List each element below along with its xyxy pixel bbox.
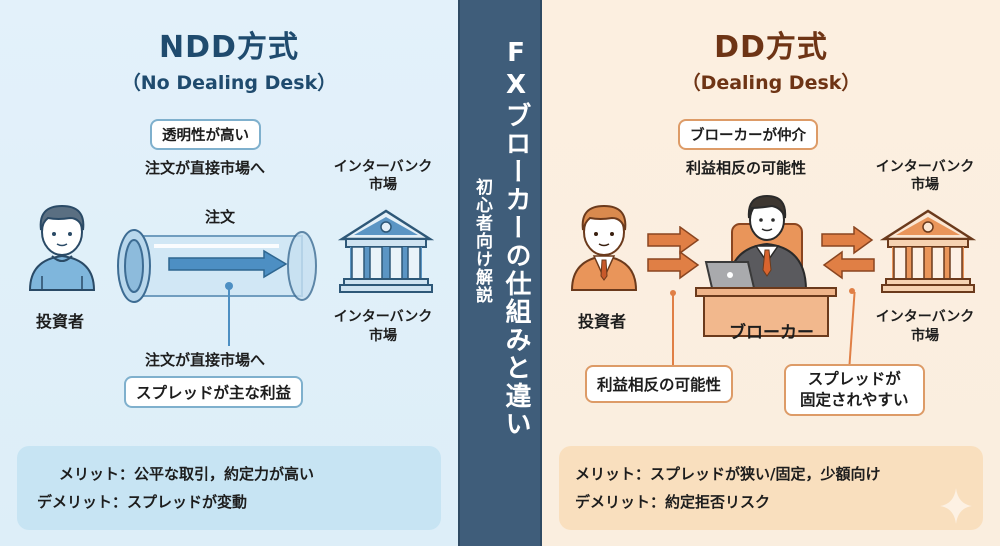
arrow-icon [647,226,700,280]
dd-callout-line-right [848,292,856,366]
dd-badge-broker-mediates: ブローカーが仲介 [678,119,818,150]
person-icon [28,204,96,291]
broker-at-desk-icon [695,194,837,337]
dd-callout-dot-right [849,288,855,294]
dd-broker-desk-label: ブローカー [729,323,814,343]
dd-callout-conflict: 利益相反の可能性 [585,365,734,403]
dd-subtitle: （Dealing Desk） [681,72,861,94]
ndd-callout-line [228,286,230,346]
bank-building-icon [880,209,976,293]
ndd-market-label-bottom: インターバンク 市場 [333,309,433,344]
dd-callout-line-left [672,294,674,366]
dd-market-label-top: インターバンク 市場 [875,159,975,193]
ndd-demerit: デメリット：スプレッドが変動 [37,493,248,511]
ndd-title: NDD方式 [159,30,299,65]
sparkle-icon [940,488,972,524]
dd-panel: DD方式 （Dealing Desk） ブローカーが仲介 利益相反の可能性 イン… [542,0,1000,546]
dd-investor-label: 投資者 [578,312,627,331]
ndd-pipe-label: 注文 [205,208,236,226]
arrow-icon [821,226,875,280]
dd-market-label-bottom: インターバンク 市場 [875,309,975,344]
ndd-badge-spread-profit: スプレッドが主な利益 [124,376,304,408]
dd-callout-fixed-spread: スプレッドが 固定されやすい [784,364,925,416]
dd-title: DD方式 [714,30,828,65]
dd-callout-dot-left [670,290,676,296]
center-title: FXブローカーの仕組みと違い [501,38,531,438]
ndd-badge-transparency: 透明性が高い [150,119,261,150]
center-subtitle: 初心者向け解説 [472,178,492,304]
dd-merit: メリット：スプレッドが狭い/固定，少額向け [575,465,881,483]
pipe-icon [117,229,317,303]
ndd-investor-label: 投資者 [36,312,85,331]
person-icon [570,204,638,291]
ndd-caption-top: 注文が直接市場へ [145,159,266,177]
dd-summary-box: メリット：スプレッドが狭い/固定，少額向け デメリット：約定拒否リスク [559,446,983,530]
dd-demerit: デメリット：約定拒否リスク [575,493,771,511]
center-title-strip: FXブローカーの仕組みと違い 初心者向け解説 [458,0,542,546]
dd-caption-top: 利益相反の可能性 [686,159,807,177]
ndd-summary-box: メリット：公平な取引，約定力が高い デメリット：スプレッドが変動 [17,446,441,530]
ndd-market-label-top: インターバンク 市場 [333,159,433,193]
ndd-merit: メリット：公平な取引，約定力が高い [59,465,315,483]
ndd-caption-bottom: 注文が直接市場へ [145,351,266,369]
bank-building-icon [338,209,434,293]
ndd-panel: NDD方式 （No Dealing Desk） 透明性が高い 注文が直接市場へ … [0,0,458,546]
ndd-subtitle: （No Dealing Desk） [121,72,337,94]
